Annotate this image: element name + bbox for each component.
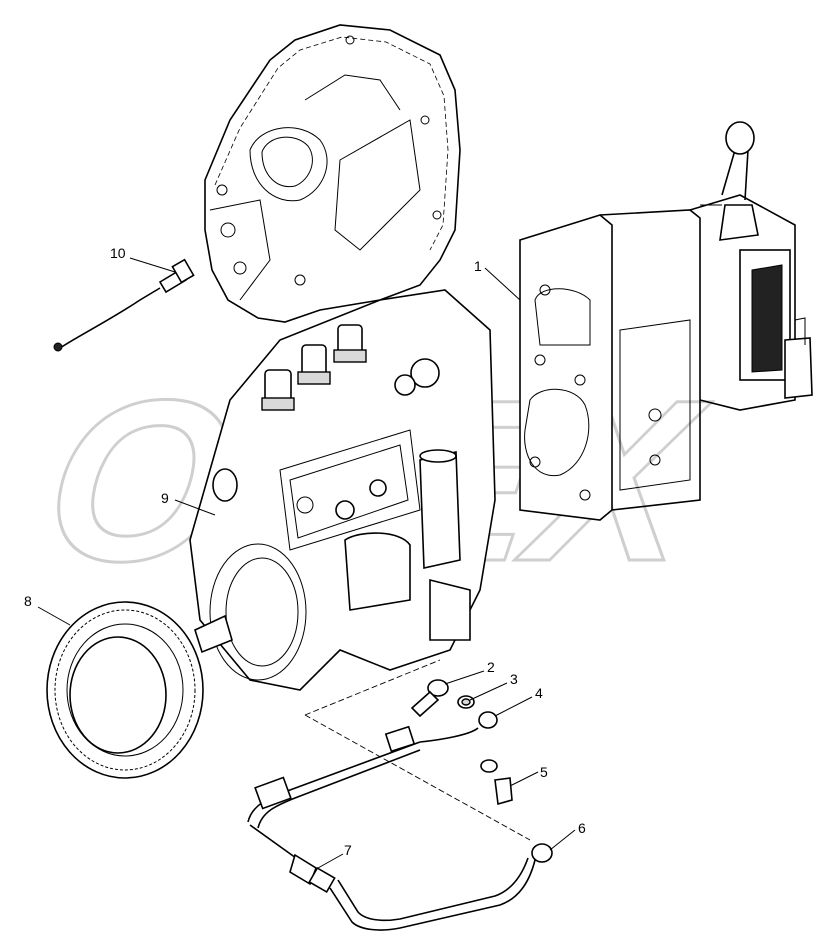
delivery-valves: [261, 324, 440, 411]
drive-gear: [46, 601, 204, 779]
callout-7: 7: [344, 842, 352, 858]
callout-4: 4: [535, 685, 543, 701]
sensor-cable: [53, 258, 195, 352]
governor-housing: [519, 194, 813, 521]
fuel-pipe-assembly: [247, 659, 553, 931]
callout-10: 10: [110, 245, 126, 261]
governor-lever: [700, 121, 759, 241]
callouts: 1 2 3 4 5 6 7 8 9 10: [24, 245, 586, 858]
flywheel-housing: [204, 24, 461, 323]
callout-5: 5: [540, 764, 548, 780]
callout-9: 9: [161, 490, 169, 506]
callout-1: 1: [474, 258, 482, 274]
callout-2: 2: [487, 659, 495, 675]
leader-lines: [37, 257, 576, 869]
callout-3: 3: [510, 671, 518, 687]
callout-8: 8: [24, 593, 32, 609]
callout-6: 6: [578, 820, 586, 836]
